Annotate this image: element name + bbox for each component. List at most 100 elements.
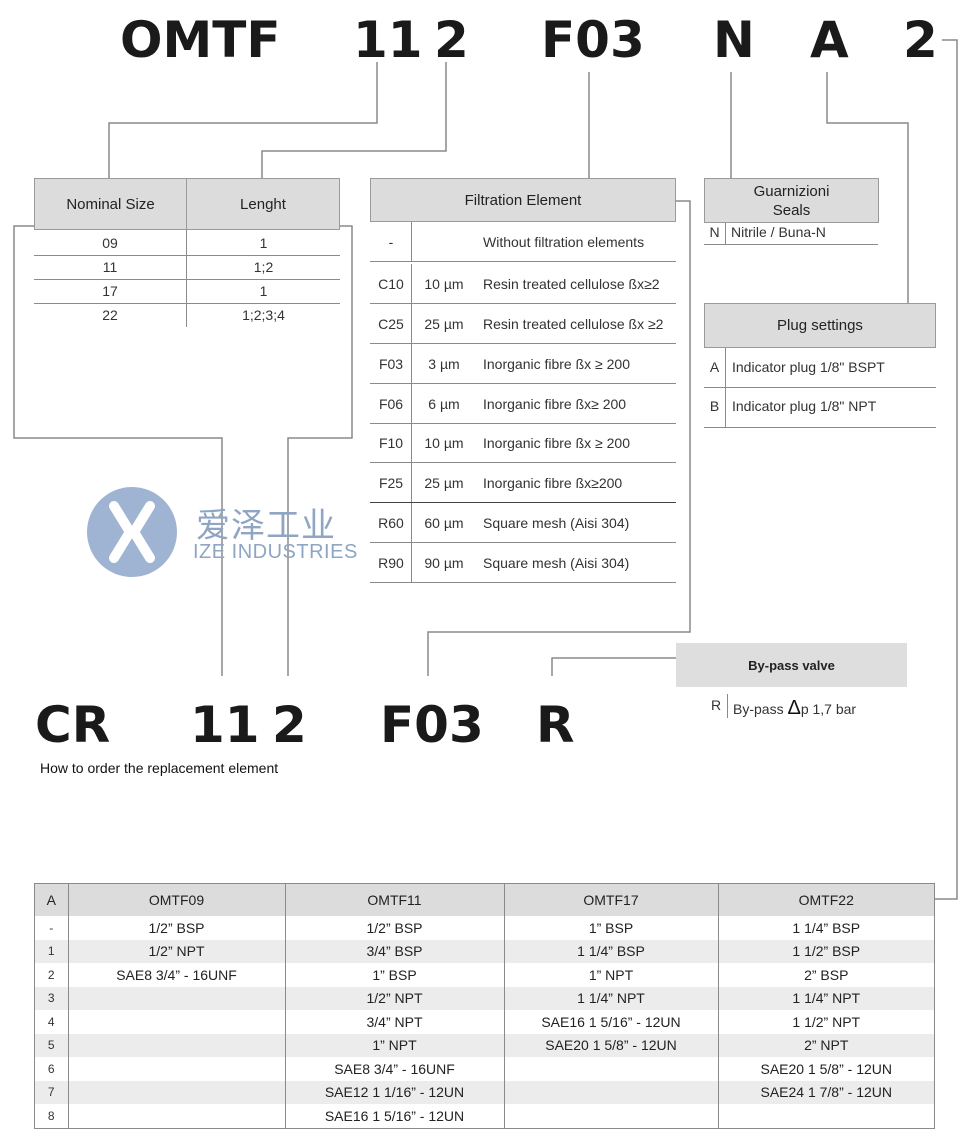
- table-cell: 1 1/2” NPT: [792, 1013, 861, 1030]
- table-cell: 1/2” NPT: [285, 986, 505, 1010]
- table-cell: SAE12 1 1/16” - 12UN: [285, 1080, 505, 1104]
- filtration-row: R90 90 µm Square mesh (Aisi 304): [370, 543, 676, 583]
- filtration-micron: 90 µm: [424, 555, 464, 571]
- plug-desc: Indicator plug 1/8" NPT: [732, 398, 877, 414]
- filtration-row: - Without filtration elements: [370, 222, 676, 262]
- filtration-desc: Inorganic fibre ßx ≥ 200: [483, 356, 630, 372]
- replacement-size: 11: [190, 696, 260, 754]
- filtration-code: F06: [378, 396, 404, 412]
- table-cell: 1/2” NPT: [68, 939, 286, 963]
- table-cell: 7: [35, 1080, 69, 1104]
- code-size: 11: [353, 11, 423, 69]
- replacement-subtitle: How to order the replacement element: [40, 760, 279, 776]
- bypass-header: By-pass valve: [676, 643, 907, 687]
- filtration-code: F25: [378, 475, 404, 491]
- table-cell: 1 1/4” NPT: [718, 986, 934, 1010]
- filtration-row: F03 3 µm Inorganic fibre ßx ≥ 200: [370, 344, 676, 384]
- filtration-micron: 10 µm: [424, 435, 464, 451]
- filtration-desc: Resin treated cellulose ßx≥2: [483, 276, 660, 292]
- table-cell: -: [35, 916, 69, 940]
- code-element: F03: [541, 11, 645, 69]
- filtration-code: C25: [378, 316, 404, 332]
- code-plug: A: [810, 11, 849, 69]
- table-cell: 1 1/4” BSP: [792, 919, 861, 936]
- table-cell: SAE24 1 7/8” - 12UN: [718, 1080, 934, 1104]
- nominal-cell: 11: [102, 259, 118, 275]
- table-cell: 4: [35, 1010, 69, 1034]
- filtration-row: F25 25 µm Inorganic fibre ßx≥200: [370, 463, 676, 503]
- table-cell: SAE8 3/4” - 16UNF: [285, 1057, 505, 1081]
- table-cell: [504, 1104, 719, 1128]
- table-cell: SAE8 3/4” - 16UNF: [68, 963, 286, 987]
- table-row: 1 1/2” NPT 3/4” BSP 1 1/4” BSP 1 1/2” BS…: [35, 939, 934, 963]
- logo-text-cn: 爱泽工业: [196, 507, 336, 545]
- table-cell: SAE16 1 5/16” - 12UN: [285, 1104, 505, 1128]
- table-cell: [68, 1080, 286, 1104]
- filtration-desc: Inorganic fibre ßx≥200: [483, 475, 623, 491]
- table-cell: [68, 986, 286, 1010]
- table-cell: 8: [35, 1104, 69, 1128]
- table-row: 7 SAE12 1 1/16” - 12UN SAE24 1 7/8” - 12…: [35, 1080, 934, 1104]
- table-cell: 1/2” BSP: [285, 916, 505, 940]
- table-cell: 1” BSP: [504, 916, 719, 940]
- filtration-micron: 3 µm: [428, 356, 460, 372]
- filtration-micron: 6 µm: [428, 396, 460, 412]
- table-cell: 3: [35, 986, 69, 1010]
- plug-header: Plug settings: [704, 303, 936, 348]
- table-cell: 1 1/4” BSP: [504, 939, 719, 963]
- col-header-omtf09: OMTF09: [68, 884, 286, 916]
- table-cell: [68, 1104, 286, 1128]
- table-cell: 1 1/4” NPT: [504, 986, 719, 1010]
- table-cell: 1” BSP: [285, 963, 505, 987]
- logo-icon: [87, 487, 177, 577]
- filtration-desc: Inorganic fibre ßx≥ 200: [483, 396, 627, 412]
- table-cell: 1” NPT: [504, 963, 719, 987]
- col-header-omtf22: OMTF22: [718, 884, 934, 916]
- table-row: 8 SAE16 1 5/16” - 12UN: [35, 1104, 934, 1128]
- col-header-omtf11: OMTF11: [285, 884, 505, 916]
- bypass-code: R: [710, 697, 722, 713]
- filtration-row: F06 6 µm Inorganic fibre ßx≥ 200: [370, 384, 676, 424]
- table-cell: 1” NPT: [285, 1033, 505, 1057]
- table-cell: 3/4” NPT: [285, 1010, 505, 1034]
- col-header-a: A: [35, 884, 69, 916]
- table-cell: SAE16 1 5/16” - 12UN: [504, 1010, 719, 1034]
- length-cell: 1: [259, 235, 268, 251]
- connections-header-row: A OMTF09 OMTF11 OMTF17 OMTF22: [35, 884, 934, 916]
- seals-header-line1: Guarnizioni: [753, 182, 830, 200]
- filtration-desc: Square mesh (Aisi 304): [483, 555, 630, 571]
- col-header-omtf17: OMTF17: [504, 884, 719, 916]
- code-length: 2: [434, 11, 469, 69]
- filtration-micron: 25 µm: [424, 316, 464, 332]
- replacement-element: F03: [380, 696, 484, 754]
- filtration-code: R60: [378, 515, 404, 531]
- bypass-desc: By-pass Δp 1,7 bar: [733, 697, 856, 720]
- filtration-micron: 10 µm: [424, 276, 464, 292]
- length-cell: 1: [259, 283, 268, 299]
- table-cell: [504, 1080, 719, 1104]
- plug-desc: Indicator plug 1/8" BSPT: [732, 359, 885, 375]
- plug-code: B: [709, 398, 720, 414]
- replacement-bypass: R: [536, 696, 575, 754]
- filtration-desc: Resin treated cellulose ßx ≥2: [483, 316, 664, 332]
- table-cell: [68, 1010, 286, 1034]
- bypass-desc-text: By-pass: [733, 701, 788, 717]
- table-cell: 1 1/2” BSP: [718, 939, 934, 963]
- replacement-prefix: CR: [35, 696, 111, 754]
- filtration-row: F10 10 µm Inorganic fibre ßx ≥ 200: [370, 423, 676, 463]
- filtration-row: C25 25 µm Resin treated cellulose ßx ≥2: [370, 304, 676, 344]
- table-row: 4 3/4” NPT SAE16 1 5/16” - 12UN 1 1/2” N…: [35, 1010, 934, 1034]
- connections-table: A OMTF09 OMTF11 OMTF17 OMTF22 - 1/2” BSP…: [34, 883, 935, 1129]
- code-seal: N: [713, 11, 755, 69]
- nominal-cell: 09: [102, 235, 118, 251]
- delta-symbol: Δ: [787, 697, 801, 719]
- table-row: 2 SAE8 3/4” - 16UNF 1” BSP 1” NPT 2” BSP: [35, 963, 934, 987]
- seals-header-line2: Seals: [772, 201, 811, 219]
- table-cell: 1: [35, 939, 69, 963]
- length-header: Lenght: [186, 178, 340, 230]
- plug-code: A: [709, 359, 720, 375]
- filtration-desc: Inorganic fibre ßx ≥ 200: [483, 435, 630, 451]
- replacement-length: 2: [272, 696, 307, 754]
- code-prefix: OMTF: [120, 11, 281, 69]
